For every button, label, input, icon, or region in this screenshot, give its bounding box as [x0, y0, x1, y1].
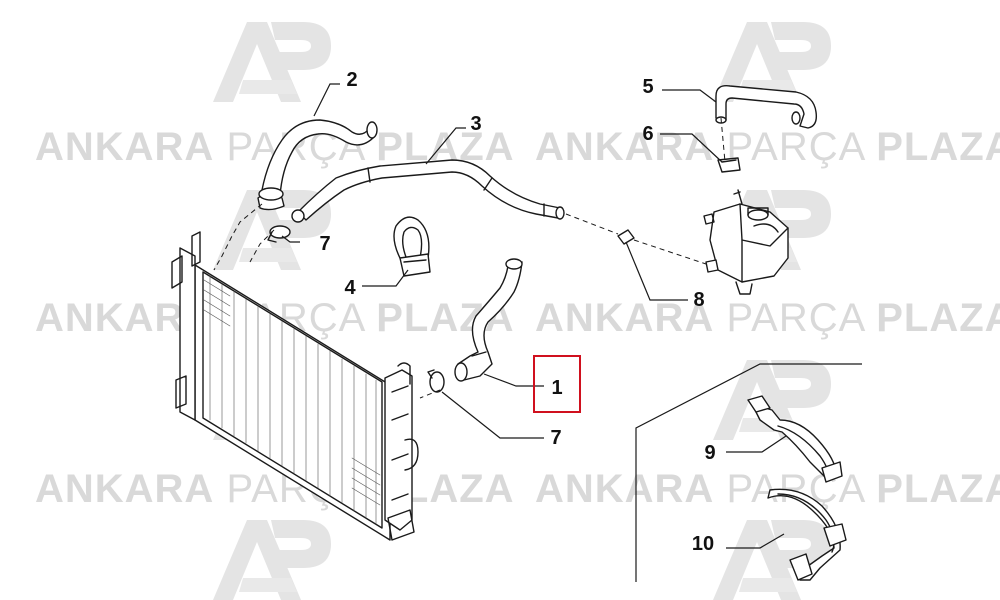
highlight-box [533, 355, 581, 413]
watermark-logo [713, 520, 831, 600]
hose-2-illustration [257, 119, 378, 211]
hose-5-illustration [715, 85, 818, 129]
detail-box-outline [635, 363, 862, 582]
callout-9: 9 [704, 442, 715, 464]
clamp-7-left-illustration [267, 225, 291, 243]
watermark-logo [213, 22, 331, 102]
callout-3: 3 [470, 113, 481, 135]
clamp-4-illustration [393, 216, 431, 277]
callout-4: 4 [344, 277, 356, 299]
clamp-9-illustration [747, 395, 843, 483]
watermark-text: ANKARA PARÇA PLAZA [535, 125, 1000, 169]
expansion-tank-illustration [703, 189, 789, 295]
callout-7-lower: 7 [550, 427, 561, 449]
assembly-lines [213, 117, 726, 399]
callout-5: 5 [642, 76, 653, 98]
watermark-text: ANKARA PARÇA PLAZA [535, 296, 1000, 340]
clip-8-illustration [617, 229, 635, 245]
callout-8: 8 [693, 289, 704, 311]
callout-7-upper: 7 [319, 233, 330, 255]
clip-6-illustration [717, 157, 741, 173]
watermark-text: ANKARA PARÇA PLAZA [535, 467, 1000, 511]
clamp-10-illustration [767, 488, 847, 581]
callout-10: 10 [692, 533, 714, 555]
callout-6: 6 [642, 123, 653, 145]
radiator-fins [203, 275, 381, 525]
watermark-logo [213, 520, 331, 600]
callout-2: 2 [346, 69, 357, 91]
leader-lines [281, 83, 787, 549]
radiator-illustration [171, 231, 419, 541]
clamp-7-lower-illustration [427, 369, 445, 393]
callout-1: 1 [551, 377, 562, 399]
hose-3-illustration [291, 159, 565, 223]
hose-1-illustration [454, 258, 523, 382]
